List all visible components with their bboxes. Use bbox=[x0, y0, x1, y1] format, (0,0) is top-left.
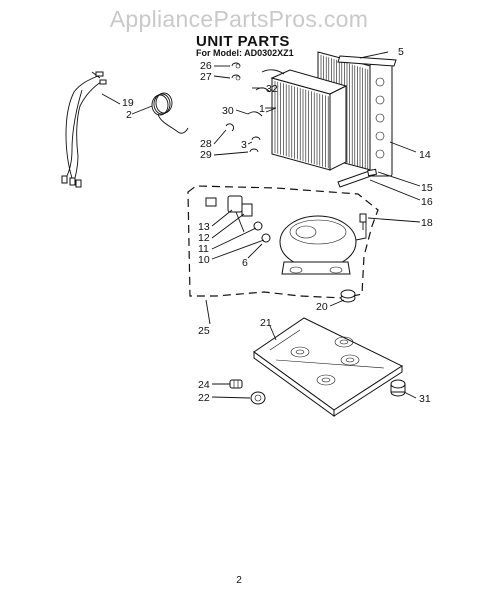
callout-25: 25 bbox=[198, 325, 210, 337]
wire-harness-part bbox=[61, 71, 107, 188]
bolt-part bbox=[229, 379, 243, 389]
callout-24: 24 bbox=[198, 379, 210, 391]
callout-16: 16 bbox=[421, 196, 433, 208]
callout-31: 31 bbox=[419, 393, 431, 405]
callout-labels: 19 2 26 27 32 30 1 28 29 3 5 14 15 16 18… bbox=[122, 46, 433, 405]
page-title: UNIT PARTS bbox=[196, 33, 290, 50]
capillary-tube-part bbox=[151, 92, 189, 134]
callout-12: 12 bbox=[198, 232, 210, 244]
callout-2: 2 bbox=[126, 109, 132, 121]
callout-13: 13 bbox=[198, 221, 210, 233]
callout-10: 10 bbox=[198, 254, 210, 266]
callout-1: 1 bbox=[259, 103, 265, 115]
evaporator-coil-part bbox=[261, 69, 348, 171]
foot-part bbox=[390, 379, 406, 397]
nut-part bbox=[250, 391, 266, 405]
compressor-assembly-outline bbox=[187, 185, 379, 299]
callout-27: 27 bbox=[200, 71, 212, 83]
callout-14: 14 bbox=[419, 149, 431, 161]
grommet-part bbox=[340, 289, 356, 303]
callout-18: 18 bbox=[421, 217, 433, 229]
callout-3: 3 bbox=[241, 139, 247, 151]
callout-5: 5 bbox=[398, 46, 404, 58]
compressor-part bbox=[279, 215, 367, 275]
callout-26: 26 bbox=[200, 60, 212, 72]
callout-6: 6 bbox=[242, 257, 248, 269]
callout-32: 32 bbox=[266, 83, 278, 95]
callout-21: 21 bbox=[260, 317, 272, 329]
callout-20: 20 bbox=[316, 301, 328, 313]
model-number: For Model: AD0302XZ1 bbox=[196, 48, 294, 58]
callout-29: 29 bbox=[200, 149, 212, 161]
callout-28: 28 bbox=[200, 138, 212, 150]
callout-19: 19 bbox=[122, 97, 134, 109]
fitting-part bbox=[367, 168, 378, 177]
screw-part bbox=[359, 213, 367, 230]
base-pan-part bbox=[253, 317, 404, 417]
watermark: AppliancePartsPros.com bbox=[109, 6, 369, 32]
callout-15: 15 bbox=[421, 182, 433, 194]
coil-cover-strip-part bbox=[337, 55, 397, 67]
leader-lines bbox=[101, 51, 421, 399]
callout-30: 30 bbox=[222, 105, 234, 117]
callout-11: 11 bbox=[198, 243, 209, 255]
clips-and-nuts-parts bbox=[225, 62, 271, 153]
page-number: 2 bbox=[236, 575, 242, 586]
callout-22: 22 bbox=[198, 392, 210, 404]
